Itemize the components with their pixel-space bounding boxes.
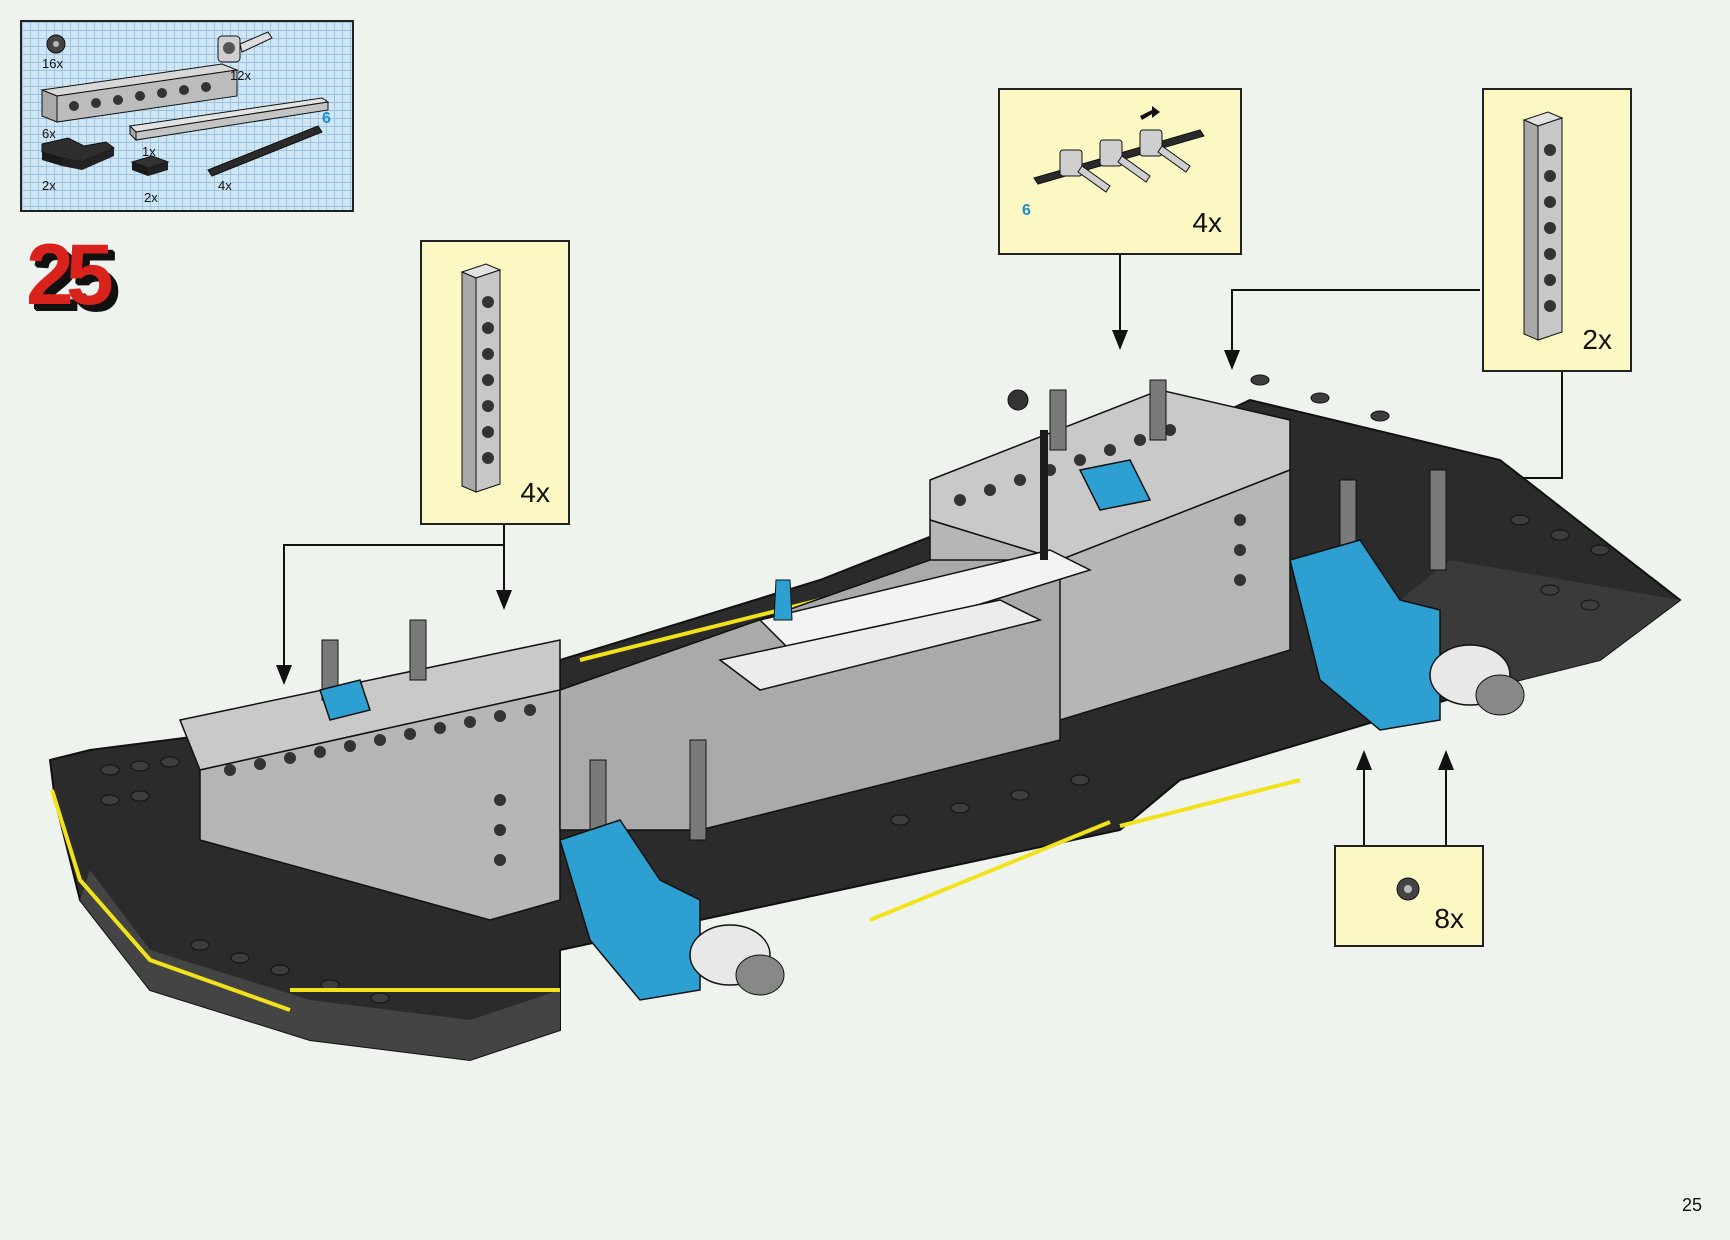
technic-superstructure — [178, 379, 1525, 1001]
technic-brick-icon — [40, 63, 239, 123]
axle-length-label: 6 — [322, 110, 331, 127]
callout-arrowheads — [276, 330, 1454, 770]
callout-box-subassembly: 6 4x — [998, 88, 1242, 255]
callout-box-brick-right: 2x — [1482, 88, 1632, 372]
bush-icon — [1396, 877, 1420, 901]
parts-qty-plate-1x2: 2x — [144, 190, 158, 205]
parts-qty-corner-plate: 2x — [42, 178, 56, 193]
callout-box-brick-left: 4x — [420, 240, 570, 525]
yellow-stripes — [50, 598, 1301, 1012]
step-number: 25 — [26, 227, 114, 323]
axle-icon — [207, 125, 323, 177]
technic-brick-1x8-icon — [460, 263, 502, 493]
technic-plate-icon — [128, 97, 330, 142]
parts-list-art — [40, 31, 330, 177]
callout-qty-brick-right: 2x — [1582, 324, 1612, 355]
parts-qty-technic-plate: 1x — [142, 144, 156, 159]
steering-knuckles — [319, 459, 1441, 1001]
page-number: 25 — [1681, 1195, 1702, 1215]
axle-joiner-icon — [217, 31, 273, 63]
callout-qty-bush: 8x — [1434, 903, 1464, 934]
technic-brick-1x8-icon — [1522, 111, 1564, 341]
parts-qty-axle: 4x — [218, 178, 232, 193]
plate-1x2-icon — [130, 155, 170, 176]
callout-qty-subassembly: 4x — [1192, 207, 1222, 238]
axle-joiner-subassembly-icon — [1033, 106, 1205, 193]
parts-qty-axle-joiner: 12x — [230, 68, 251, 83]
callout-box-bush: 8x — [1334, 845, 1484, 947]
callout-qty-brick-left: 4x — [520, 477, 550, 508]
parts-qty-technic-brick: 6x — [42, 126, 56, 141]
callout-axle-length: 6 — [1022, 202, 1031, 219]
parts-list-box: 16x 12x 6x 1x 2x 2x 4x 6 — [20, 20, 354, 212]
bush-icon — [46, 34, 66, 54]
parts-qty-bush: 16x — [42, 56, 63, 71]
corner-plate-icon — [41, 137, 115, 170]
